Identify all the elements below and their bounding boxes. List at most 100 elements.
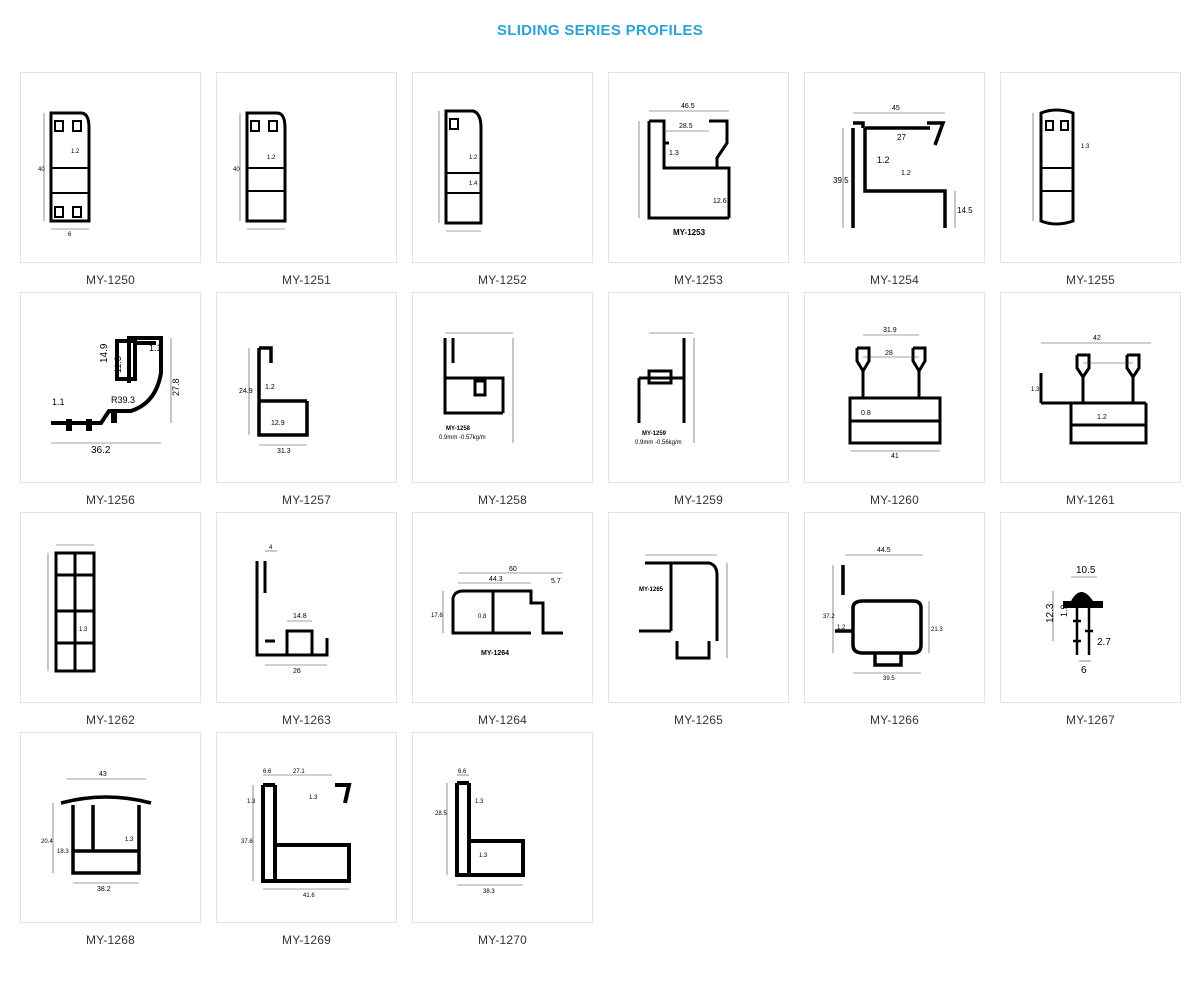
profile-drawing: 46.5 28.5 1.3 12.6 MY-1253 bbox=[608, 72, 789, 263]
profile-drawing: MY-1258 0.9mm -0.57kg/m bbox=[412, 292, 593, 483]
svg-text:MY-1264: MY-1264 bbox=[481, 650, 509, 657]
svg-text:2.7: 2.7 bbox=[1097, 637, 1111, 648]
svg-text:37.2: 37.2 bbox=[823, 614, 835, 620]
profile-card[interactable]: 1.3 MY-1262 bbox=[20, 512, 201, 732]
svg-text:38.3: 38.3 bbox=[483, 889, 495, 895]
profile-card[interactable]: 40 6 1.2 MY-1250 bbox=[20, 72, 201, 292]
profile-drawing: 60 44.3 5.7 17.6 0.8 MY-1264 bbox=[412, 512, 593, 703]
profile-card[interactable]: 31.9 28 0.8 41 MY-1260 bbox=[804, 292, 985, 512]
svg-text:6.6: 6.6 bbox=[263, 769, 272, 775]
profile-card[interactable]: 4 14.8 26 MY-1263 bbox=[216, 512, 397, 732]
svg-text:MY-1253: MY-1253 bbox=[673, 228, 706, 237]
profile-grid: 40 6 1.2 MY-1250 4 bbox=[20, 72, 1181, 952]
profile-card[interactable]: 46.5 28.5 1.3 12.6 MY-1253 MY-1253 bbox=[608, 72, 789, 292]
profile-drawing: 1.2 24.9 12.9 31.3 bbox=[216, 292, 397, 483]
profile-card[interactable]: 44.5 37.2 1.2 21.3 39.5 MY-1266 bbox=[804, 512, 985, 732]
profile-code: MY-1254 bbox=[870, 273, 919, 287]
profile-card[interactable]: 40 1.2 MY-1251 bbox=[216, 72, 397, 292]
svg-text:18.3: 18.3 bbox=[57, 849, 69, 855]
profile-code: MY-1257 bbox=[282, 493, 331, 507]
svg-text:0.8: 0.8 bbox=[478, 614, 487, 620]
svg-text:17.6: 17.6 bbox=[431, 613, 443, 619]
svg-text:41.6: 41.6 bbox=[303, 893, 315, 899]
profile-card[interactable]: 1.2 24.9 12.9 31.3 MY-1257 bbox=[216, 292, 397, 512]
svg-text:27.1: 27.1 bbox=[293, 769, 305, 775]
svg-text:38.2: 38.2 bbox=[97, 886, 111, 893]
profile-code: MY-1255 bbox=[1066, 273, 1115, 287]
svg-text:0.9mm -0.57kg/m: 0.9mm -0.57kg/m bbox=[439, 435, 486, 441]
svg-text:1.9: 1.9 bbox=[1059, 604, 1069, 617]
profile-drawing: 6.6 27.1 1.3 1.3 37.6 41.6 bbox=[216, 732, 397, 923]
svg-text:1.3: 1.3 bbox=[479, 853, 488, 859]
svg-text:1.2: 1.2 bbox=[265, 384, 275, 391]
svg-text:21.3: 21.3 bbox=[931, 627, 943, 633]
svg-text:39.5: 39.5 bbox=[883, 676, 895, 682]
profile-card[interactable]: 1.2 1.4 MY-1252 bbox=[412, 72, 593, 292]
svg-text:0.9mm -0.56kg/m: 0.9mm -0.56kg/m bbox=[635, 440, 682, 446]
profile-card[interactable]: 14.9 11.3 1.1 27.8 1.1 R39.3 36.2 MY-125… bbox=[20, 292, 201, 512]
svg-text:1.3: 1.3 bbox=[79, 627, 88, 633]
svg-text:6.6: 6.6 bbox=[458, 769, 467, 775]
profile-card[interactable]: 43 20.4 18.3 1.3 38.2 MY-1268 bbox=[20, 732, 201, 952]
profile-card[interactable]: 1.3 MY-1255 bbox=[1000, 72, 1181, 292]
profile-drawing: 1.3 42 1.2 bbox=[1000, 292, 1181, 483]
profile-card[interactable]: 1.3 42 1.2 MY-1261 bbox=[1000, 292, 1181, 512]
svg-text:1.3: 1.3 bbox=[1031, 387, 1040, 393]
svg-text:14.5: 14.5 bbox=[957, 206, 973, 215]
profile-card[interactable]: MY-1259 0.9mm -0.56kg/m MY-1259 bbox=[608, 292, 789, 512]
svg-text:28: 28 bbox=[885, 350, 893, 357]
profile-card[interactable]: 6.6 1.3 28.5 1.3 38.3 MY-1270 bbox=[412, 732, 593, 952]
svg-text:1.2: 1.2 bbox=[71, 149, 80, 155]
profile-card[interactable]: 10.5 12.3 1.9 2.7 6 MY-1267 bbox=[1000, 512, 1181, 732]
profile-drawing: 10.5 12.3 1.9 2.7 6 bbox=[1000, 512, 1181, 703]
svg-text:MY-1265: MY-1265 bbox=[639, 587, 664, 593]
profile-code: MY-1266 bbox=[870, 713, 919, 727]
profile-card[interactable]: 60 44.3 5.7 17.6 0.8 MY-1264 MY-1264 bbox=[412, 512, 593, 732]
profile-code: MY-1250 bbox=[86, 273, 135, 287]
svg-text:42: 42 bbox=[1093, 335, 1101, 342]
svg-text:R39.3: R39.3 bbox=[111, 395, 135, 405]
svg-text:41: 41 bbox=[891, 453, 899, 460]
svg-text:1.3: 1.3 bbox=[475, 799, 484, 805]
svg-text:1.2: 1.2 bbox=[877, 155, 890, 165]
svg-text:43: 43 bbox=[99, 771, 107, 778]
svg-text:MY-1259: MY-1259 bbox=[642, 431, 667, 437]
profile-code: MY-1261 bbox=[1066, 493, 1115, 507]
svg-text:1.2: 1.2 bbox=[267, 155, 276, 161]
profile-code: MY-1256 bbox=[86, 493, 135, 507]
svg-text:28.5: 28.5 bbox=[435, 811, 447, 817]
svg-text:28.5: 28.5 bbox=[679, 123, 693, 130]
profile-code: MY-1269 bbox=[282, 933, 331, 947]
profile-drawing: 14.9 11.3 1.1 27.8 1.1 R39.3 36.2 bbox=[20, 292, 201, 483]
svg-text:6: 6 bbox=[68, 232, 72, 238]
profile-drawing: MY-1259 0.9mm -0.56kg/m bbox=[608, 292, 789, 483]
svg-text:10.5: 10.5 bbox=[1076, 565, 1096, 576]
svg-text:14.8: 14.8 bbox=[293, 613, 307, 620]
svg-text:0.8: 0.8 bbox=[861, 410, 871, 417]
profile-code: MY-1270 bbox=[478, 933, 527, 947]
svg-text:1.2: 1.2 bbox=[837, 625, 846, 631]
svg-text:26: 26 bbox=[293, 668, 301, 675]
profile-drawing: 31.9 28 0.8 41 bbox=[804, 292, 985, 483]
svg-text:27: 27 bbox=[897, 133, 906, 142]
profile-code: MY-1262 bbox=[86, 713, 135, 727]
profile-card[interactable]: MY-1265 MY-1265 bbox=[608, 512, 789, 732]
profile-drawing: MY-1265 bbox=[608, 512, 789, 703]
profile-card[interactable]: 6.6 27.1 1.3 1.3 37.6 41.6 MY-1269 bbox=[216, 732, 397, 952]
profile-code: MY-1263 bbox=[282, 713, 331, 727]
profile-drawing: 40 6 1.2 bbox=[20, 72, 201, 263]
svg-text:1.2: 1.2 bbox=[1097, 414, 1107, 421]
svg-text:37.6: 37.6 bbox=[241, 839, 253, 845]
svg-text:1.3: 1.3 bbox=[1081, 144, 1090, 150]
svg-text:40: 40 bbox=[233, 167, 240, 173]
profile-code: MY-1251 bbox=[282, 273, 331, 287]
profile-code: MY-1268 bbox=[86, 933, 135, 947]
svg-text:36.2: 36.2 bbox=[91, 445, 111, 456]
profile-card[interactable]: MY-1258 0.9mm -0.57kg/m MY-1258 bbox=[412, 292, 593, 512]
profile-drawing: 1.3 bbox=[20, 512, 201, 703]
svg-text:20.4: 20.4 bbox=[41, 839, 53, 845]
svg-text:1.2: 1.2 bbox=[469, 155, 478, 161]
svg-text:31.3: 31.3 bbox=[277, 448, 291, 455]
profile-card[interactable]: 45 27 1.2 1.2 39.5 14.5 MY-1254 bbox=[804, 72, 985, 292]
svg-text:44.5: 44.5 bbox=[877, 547, 891, 554]
